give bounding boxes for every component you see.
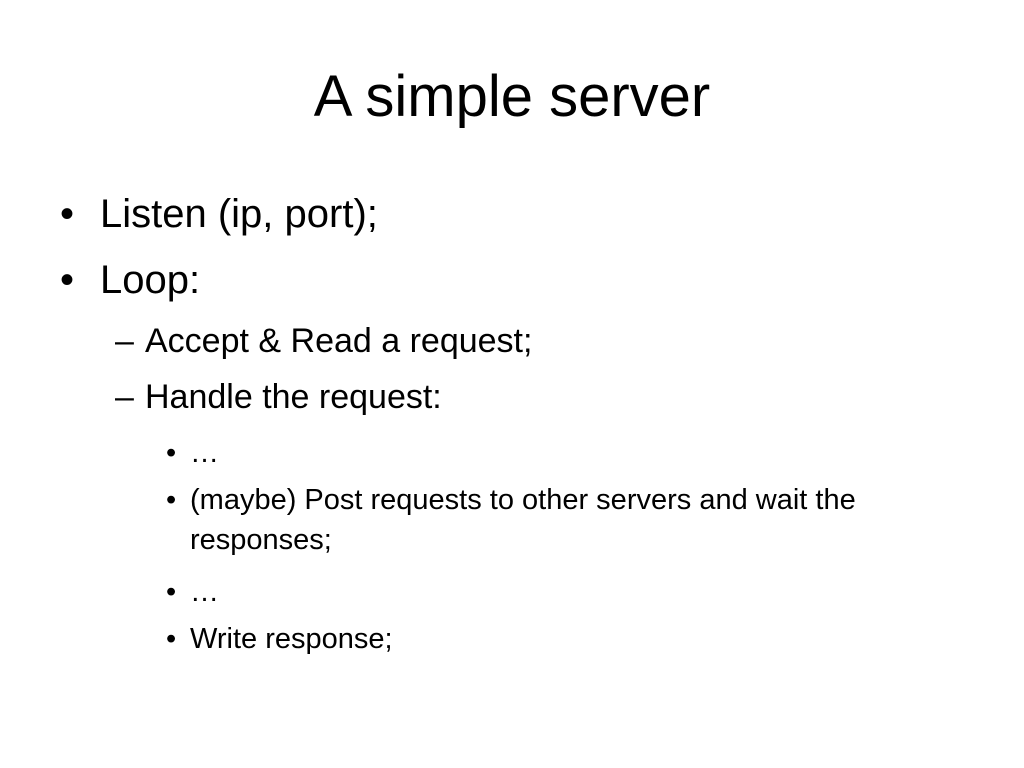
bullet-loop: Loop: <box>100 258 201 302</box>
bullet-marker: • <box>166 576 177 608</box>
sub-sub-item-ellipsis: … <box>190 576 219 608</box>
bullet-marker: • <box>166 437 177 469</box>
bullet-marker: • <box>166 484 177 516</box>
bullet-listen: Listen (ip, port); <box>100 192 378 236</box>
bullet-marker: • <box>60 192 75 236</box>
bullet-marker: • <box>60 258 75 302</box>
dash-marker: – <box>115 322 134 360</box>
sub-sub-item-ellipsis: … <box>190 437 219 469</box>
dash-marker: – <box>115 378 134 416</box>
bullet-marker: • <box>166 623 177 655</box>
sub-item-handle: Handle the request: <box>145 378 442 416</box>
sub-sub-item-post-requests: (maybe) Post requests to other servers a… <box>190 484 856 556</box>
sub-sub-item-write-response: Write response; <box>190 623 393 655</box>
slide-title: A simple server <box>313 64 711 129</box>
sub-item-accept: Accept & Read a request; <box>145 322 533 360</box>
